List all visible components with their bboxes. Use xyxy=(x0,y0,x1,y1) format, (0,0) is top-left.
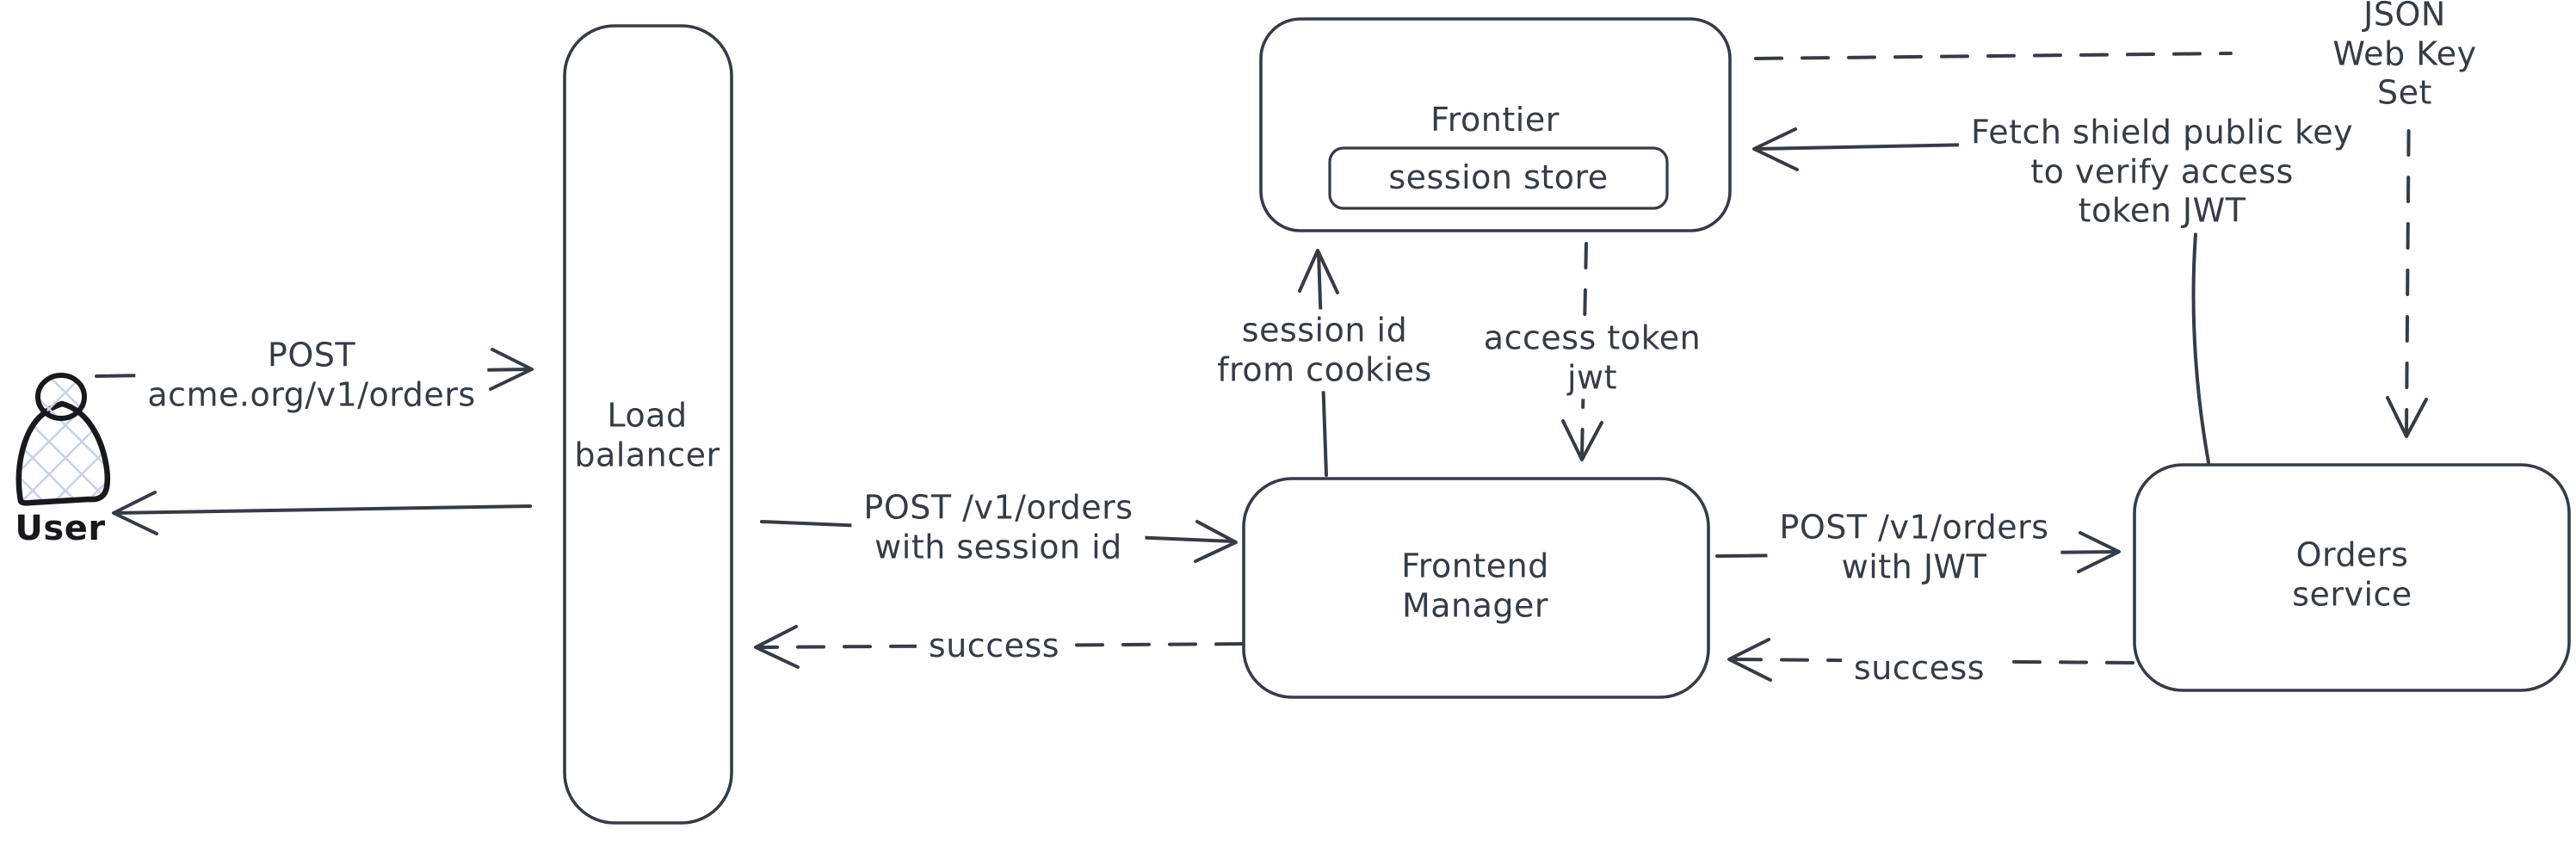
edge-label-access-token-jwt: access token jwt xyxy=(1471,317,1714,399)
arrow-load-balancer-to-user xyxy=(112,491,532,535)
arrow-jwks-to-orders-service xyxy=(2386,83,2428,438)
line-frontier-to-jwks xyxy=(1754,52,2233,60)
session-store-box xyxy=(1328,146,1669,210)
arrow-orders-service-to-frontier xyxy=(1752,127,2210,464)
session-store-label: session store xyxy=(1388,158,1609,197)
orders-service-label: Orders service xyxy=(2292,535,2412,613)
edge-label-post-orders-jwt: POST /v1/orders with JWT xyxy=(1767,506,2061,589)
load-balancer-box xyxy=(563,24,733,825)
edge-label-post-acme-orders: POST acme.org/v1/orders xyxy=(135,334,488,417)
edge-label-json-web-key-set: JSON Web Key Set xyxy=(2319,0,2491,115)
edge-label-fetch-shield-public-key: Fetch shield public key to verify access… xyxy=(1958,111,2366,233)
edge-label-post-orders-session-id: POST /v1/orders with session id xyxy=(851,486,1146,569)
frontend-manager-label: Frontend Manager xyxy=(1401,547,1549,624)
edge-label-success-left: success xyxy=(916,625,1072,668)
edge-label-session-id-from-cookies: session id from cookies xyxy=(1205,309,1444,392)
edge-label-success-right: success xyxy=(1841,647,1998,690)
frontend-manager-box xyxy=(1242,477,1710,699)
orders-service-box xyxy=(2133,463,2571,692)
user-label: User xyxy=(15,509,106,548)
load-balancer-label: Load balancer xyxy=(574,396,720,473)
frontier-label: Frontier xyxy=(1430,101,1560,139)
user-figure-icon xyxy=(15,373,110,506)
